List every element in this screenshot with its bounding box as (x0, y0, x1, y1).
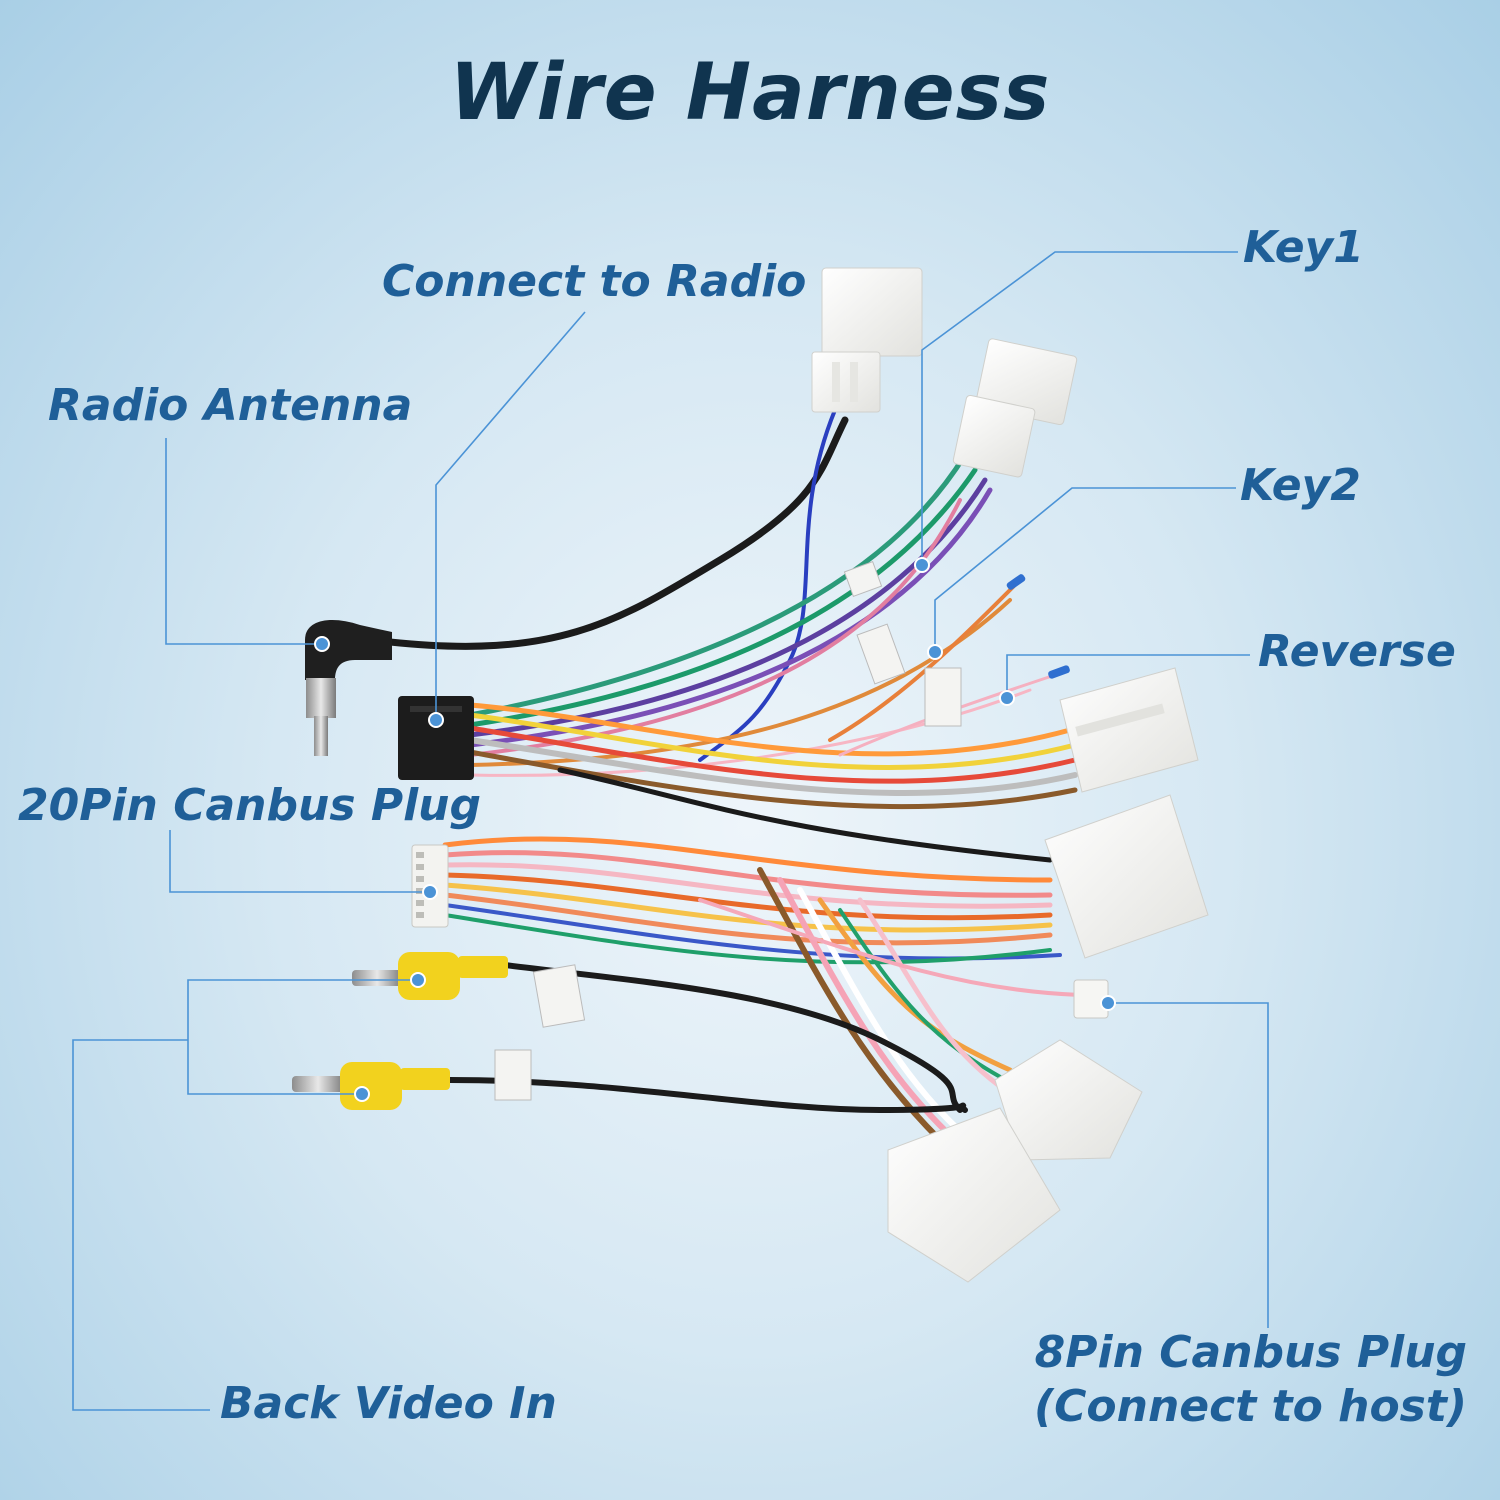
rca-connector-top (352, 952, 508, 1000)
key1-white-plug (952, 338, 1078, 478)
leader-connect-to-radio (435, 311, 586, 720)
label-key1: Key1 (1243, 222, 1364, 273)
leader-back-video (72, 1039, 210, 1411)
label-radio-antenna: Radio Antenna (48, 380, 413, 431)
page-title: Wire Harness (449, 48, 1051, 138)
label-8pin-line1: 8Pin Canbus Plug (1034, 1327, 1468, 1378)
label-key2: Key2 (1240, 460, 1361, 511)
label-8pin-line2: (Connect to host) (1034, 1380, 1468, 1432)
right-middle-plug (1044, 794, 1209, 959)
leader-8pin (1108, 1002, 1269, 1328)
antenna-connector (305, 620, 392, 756)
rca-connector-bottom (292, 1062, 450, 1110)
leader-back-video-rca1 (187, 979, 418, 1095)
reverse-wire-tip (1048, 665, 1070, 679)
leader-radio-antenna (165, 438, 322, 645)
leader-lines (72, 251, 1269, 1411)
wire-bundle (386, 408, 1082, 1143)
leader-dots (314, 557, 1116, 1102)
label-8pin-canbus-plug: 8Pin Canbus Plug (Connect to host) (1034, 1326, 1467, 1433)
rca-cable-1 (502, 962, 963, 1113)
leader-key1 (921, 251, 1238, 565)
top-white-plug (811, 267, 923, 413)
right-upper-plug (1059, 667, 1199, 793)
antenna-cable (386, 416, 849, 650)
leader-reverse (1006, 654, 1250, 698)
label-back-video-in: Back Video In (220, 1378, 557, 1429)
label-20pin-canbus-plug: 20Pin Canbus Plug (18, 780, 481, 831)
label-reverse: Reverse (1258, 626, 1456, 677)
bottom-left-plug (887, 1107, 1061, 1283)
leader-20pin (169, 830, 430, 893)
blue-wire (698, 408, 837, 762)
label-connect-to-radio: Connect to Radio (382, 256, 807, 307)
key1-wire-tip (1006, 574, 1026, 590)
wire-tags (494, 561, 962, 1101)
leader-key2 (934, 487, 1236, 652)
rca-cable-2 (447, 1077, 968, 1114)
